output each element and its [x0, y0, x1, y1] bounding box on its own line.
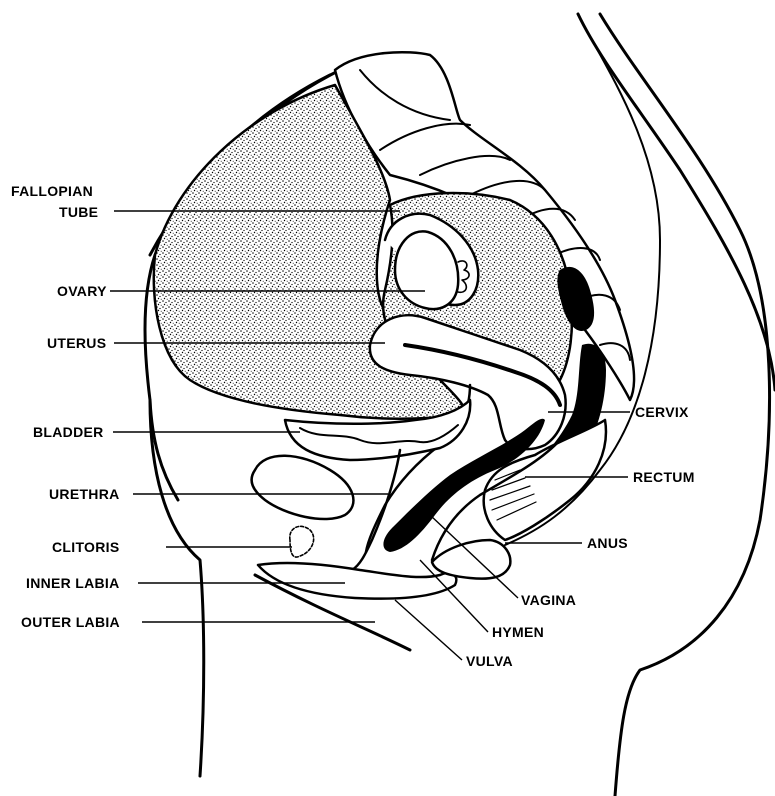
label-anus: ANUS [587, 535, 628, 551]
label-fallopian-tube-1: FALLOPIAN [11, 183, 93, 199]
label-uterus: UTERUS [47, 335, 106, 351]
label-hymen: HYMEN [492, 624, 544, 640]
label-vulva: VULVA [466, 653, 513, 669]
label-inner-labia: INNER LABIA [26, 575, 120, 591]
label-rectum: RECTUM [633, 469, 695, 485]
perineum [432, 540, 510, 579]
label-bladder: BLADDER [33, 424, 104, 440]
label-fallopian-tube-2: TUBE [59, 204, 98, 220]
clitoris-shape [290, 526, 314, 557]
urethra-shape [252, 456, 354, 519]
label-vagina: VAGINA [521, 592, 576, 608]
urethra-tube [352, 450, 400, 570]
label-clitoris: CLITORIS [52, 539, 119, 555]
label-cervix: CERVIX [635, 404, 689, 420]
label-outer-labia: OUTER LABIA [21, 614, 120, 630]
label-ovary: OVARY [57, 283, 107, 299]
label-urethra: URETHRA [49, 486, 120, 502]
